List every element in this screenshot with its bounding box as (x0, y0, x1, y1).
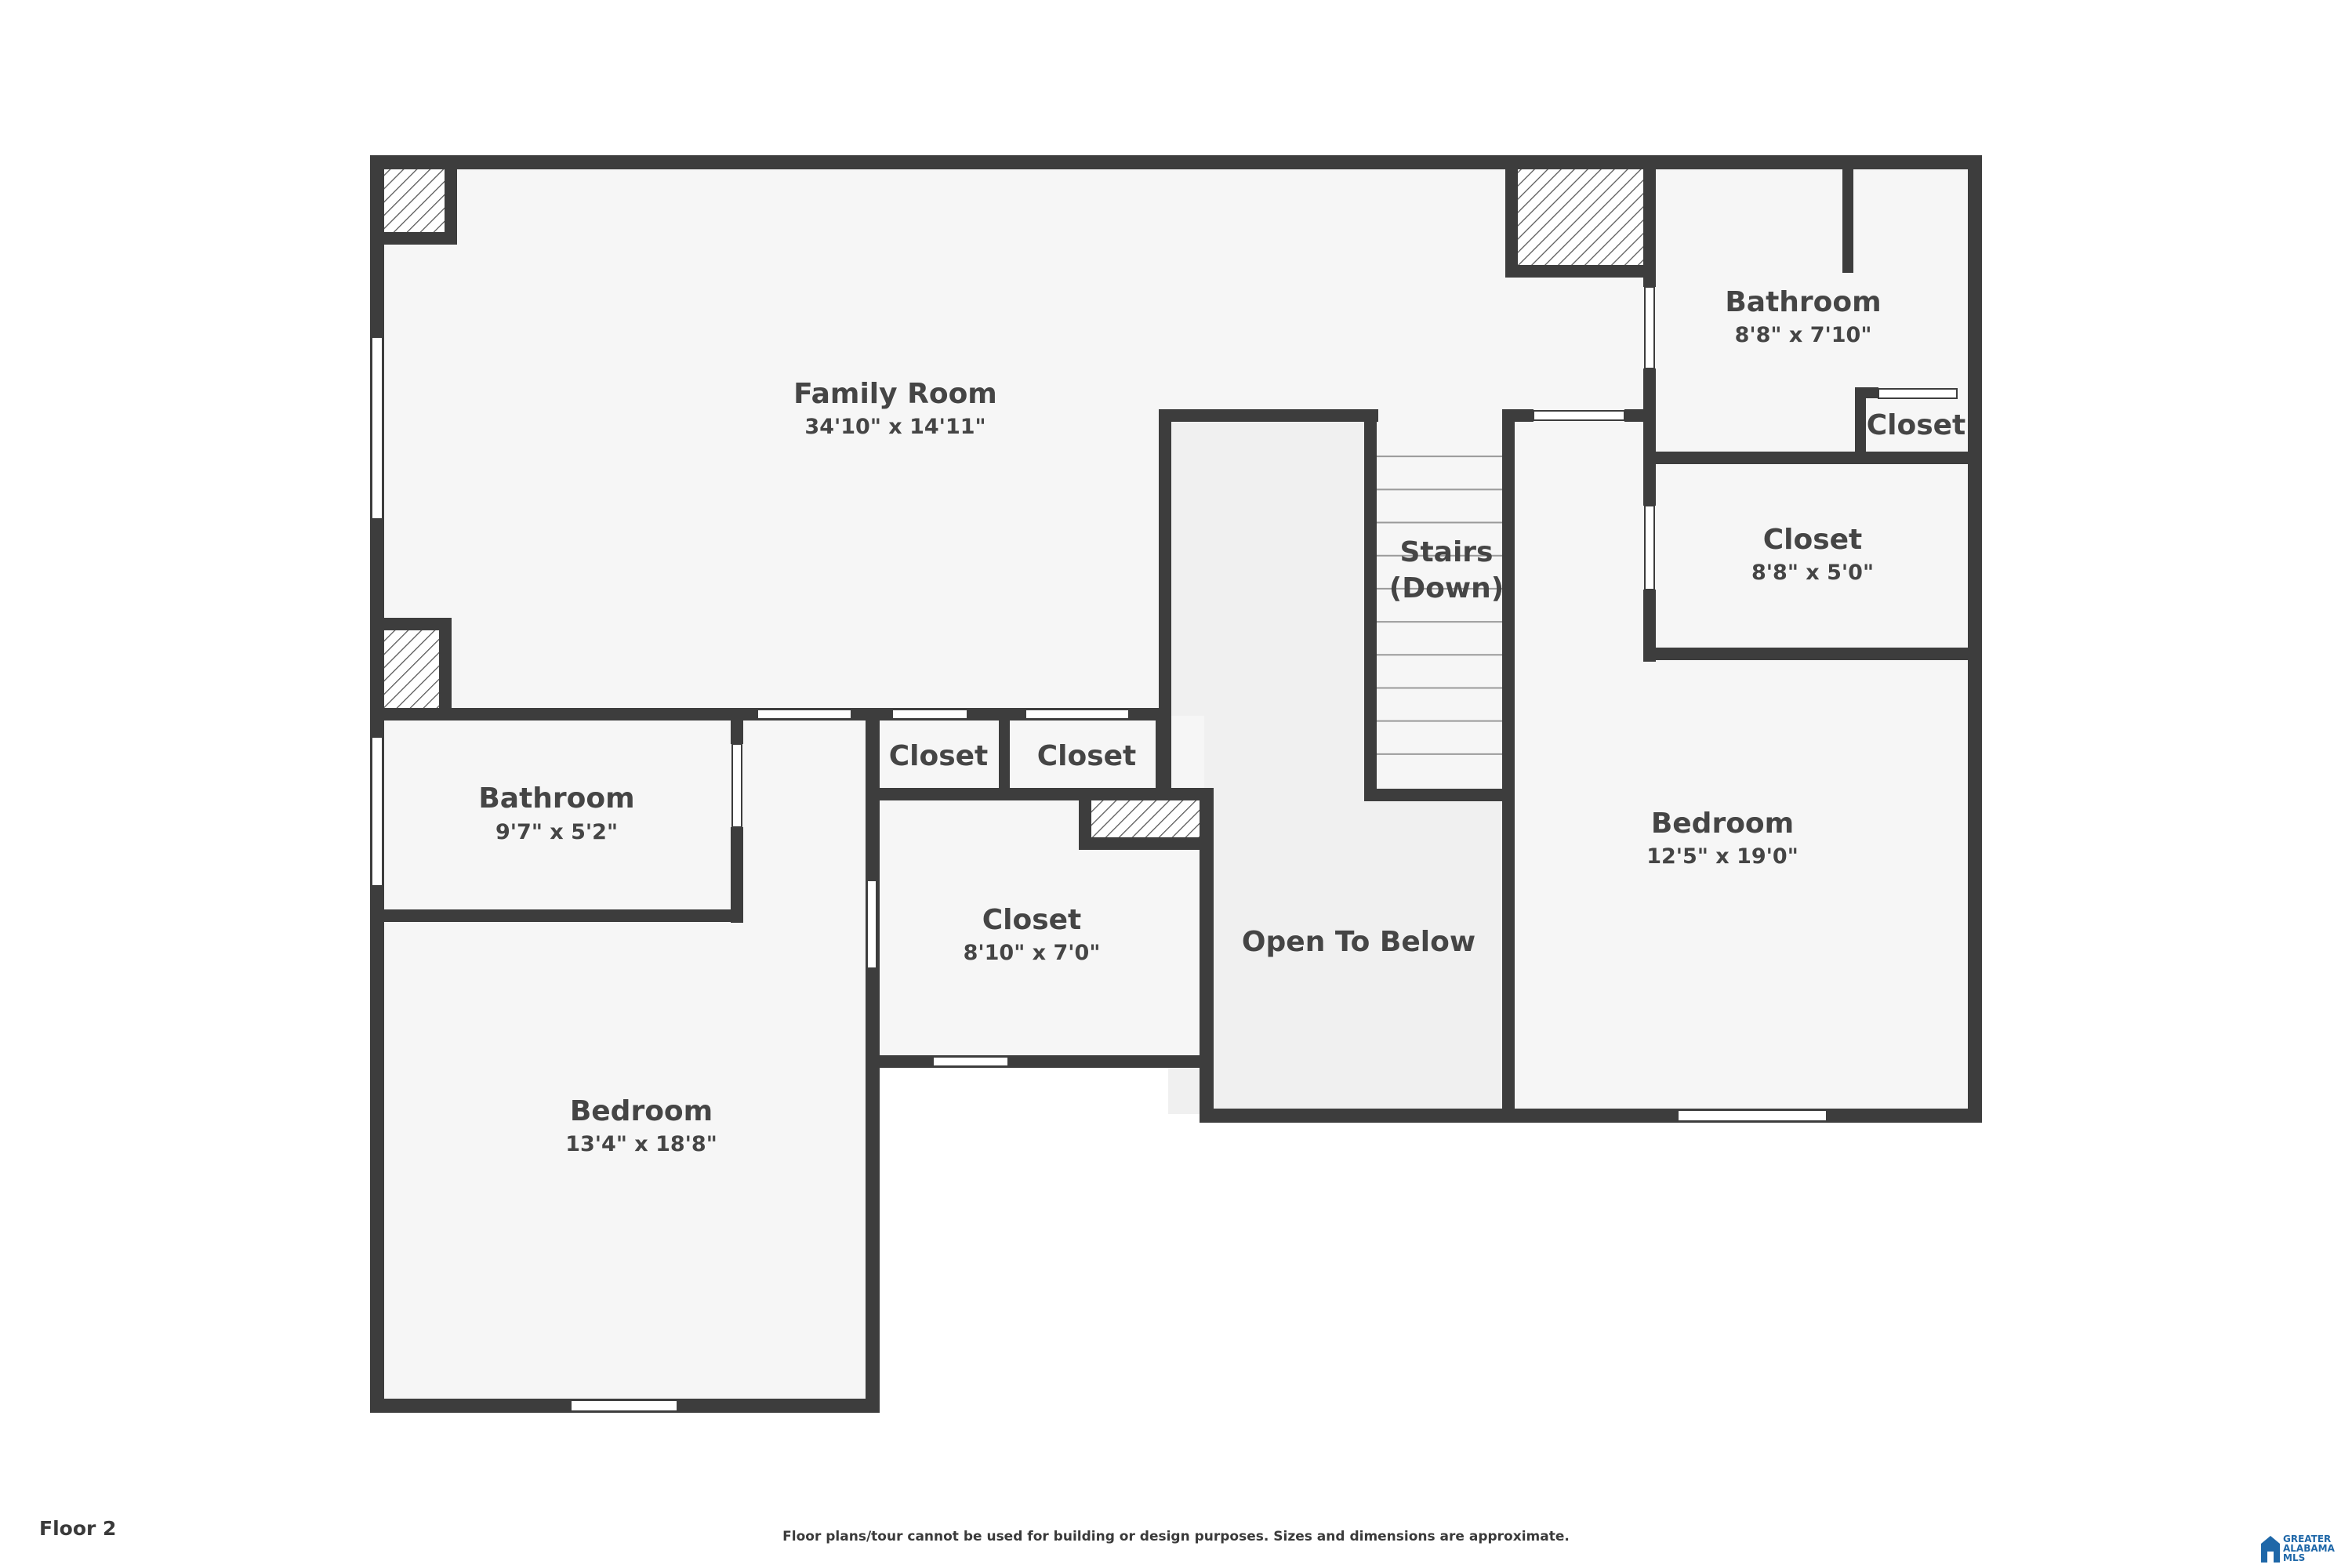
window-closet-mid (932, 1056, 1009, 1067)
closet-mid-dims: 8'10" x 7'0" (964, 941, 1101, 965)
wall-small-closet-top (1855, 387, 1878, 398)
family-room-name: Family Room (793, 378, 997, 410)
wall-closets-bottom (866, 788, 1214, 800)
wall-bath-left-right (731, 708, 743, 744)
wall-stairs-left (1364, 409, 1377, 801)
wall-bath-divider (1842, 155, 1853, 273)
window-left-bath (371, 736, 383, 887)
open-to-below-name: Open To Below (1242, 926, 1475, 958)
window-bedroom-left (570, 1399, 678, 1412)
closet-mid-name: Closet (982, 904, 1082, 936)
bedroom-right-name: Bedroom (1651, 808, 1794, 840)
bedroom-left-floor (379, 716, 875, 1403)
wall-hatch-closet-l (1079, 788, 1091, 849)
closets-mid-floor (875, 716, 1204, 1061)
wall-bath-left-right-lower (731, 827, 743, 923)
stair-treads (1377, 456, 1502, 755)
bathroom-left-name: Bathroom (478, 782, 634, 815)
wall-hatch-closet-b (1079, 837, 1214, 850)
wall-bottom-right (1200, 1109, 1982, 1123)
wall-open-top (1159, 409, 1378, 422)
door-closet-1 (891, 709, 968, 720)
wall-closet-bottom (866, 1055, 1214, 1068)
door-bedroom-right (1533, 410, 1625, 421)
floor-fills (379, 163, 1972, 1403)
wall-stairs-bottom (1364, 789, 1513, 801)
room-labels: Family Room 34'10" x 14'11" Bathroom 8'8… (478, 286, 1965, 1156)
hatched-columns (382, 166, 1645, 839)
bedroom-right-dims: 12'5" x 19'0" (1646, 844, 1798, 869)
bedroom-right-floor (1515, 414, 1972, 1116)
bathroom-top-right-dims: 8'8" x 7'10" (1735, 323, 1872, 347)
closet-small-right-name: Closet (1867, 409, 1966, 441)
mls-logo-text: GREATER ALABAMA MLS (2283, 1534, 2335, 1563)
closet-mid-1-name: Closet (889, 740, 989, 772)
wall-small-closet-left (1855, 387, 1866, 459)
wall-right (1968, 155, 1982, 1123)
wall-open-left (1200, 788, 1214, 1123)
bedroom-left-dims: 13'4" x 18'8" (565, 1132, 717, 1156)
hatch-top-left (382, 166, 451, 235)
wall-hatch-left-mid-t (370, 618, 452, 630)
door-bath-right (1644, 286, 1655, 369)
wall-closet-right-bottom (1643, 648, 1982, 660)
closet-mid-2-name: Closet (1037, 740, 1137, 772)
bathroom-top-right-name: Bathroom (1725, 286, 1881, 318)
door-bath-left (731, 743, 742, 828)
door-bedroom-left (757, 709, 852, 720)
wall-bath-left-bottom (370, 909, 743, 922)
wall-bedroom-right-top (1502, 409, 1534, 422)
window-bedroom-right (1677, 1109, 1828, 1122)
floor-label: Floor 2 (39, 1517, 117, 1540)
bathroom-left-dims: 9'7" x 5'2" (495, 820, 618, 844)
window-left-family (371, 336, 383, 520)
wall-stairs-right (1502, 409, 1515, 1123)
disclaimer: Floor plans/tour cannot be used for buil… (782, 1529, 1570, 1544)
mls-logo-icon (2261, 1536, 2280, 1563)
wall-top (370, 155, 1982, 169)
door-small-closet (1878, 388, 1958, 399)
wall-closets-div-2 (1156, 708, 1167, 794)
stairs-name: Stairs (1400, 536, 1494, 568)
stairs-floor (1375, 419, 1513, 790)
hatch-left-mid (382, 626, 445, 712)
bedroom-left-name: Bedroom (570, 1095, 713, 1127)
wall-closet-right-left-lower (1643, 590, 1656, 662)
family-room-dims: 34'10" x 14'11" (804, 415, 985, 439)
wall-bath-right-left (1643, 155, 1656, 287)
wall-closet-right-left (1643, 463, 1656, 506)
openings (371, 286, 1958, 1412)
wall-hatch-top-mid-b (1505, 265, 1656, 278)
wall-closets-div-1 (999, 708, 1010, 794)
door-closet-2 (1025, 709, 1130, 720)
hatch-closet-mid (1090, 800, 1200, 839)
closet-right-name: Closet (1763, 524, 1863, 556)
closet-right-dims: 8'8" x 5'0" (1751, 561, 1874, 585)
wall-open-left-upper (1159, 409, 1171, 798)
wall-hatch-top-left-r (445, 155, 457, 243)
wall-hatch-left-mid-r (439, 618, 452, 720)
wall-bath-right-bottom (1643, 452, 1982, 464)
door-closet-mid (866, 880, 877, 969)
hatch-top-mid (1513, 166, 1645, 270)
door-closet-right (1644, 505, 1655, 590)
stairs-name-2: (Down) (1389, 572, 1504, 604)
wall-hatch-top-left-b (370, 232, 457, 245)
wall-hatch-top-mid-l (1505, 155, 1518, 277)
